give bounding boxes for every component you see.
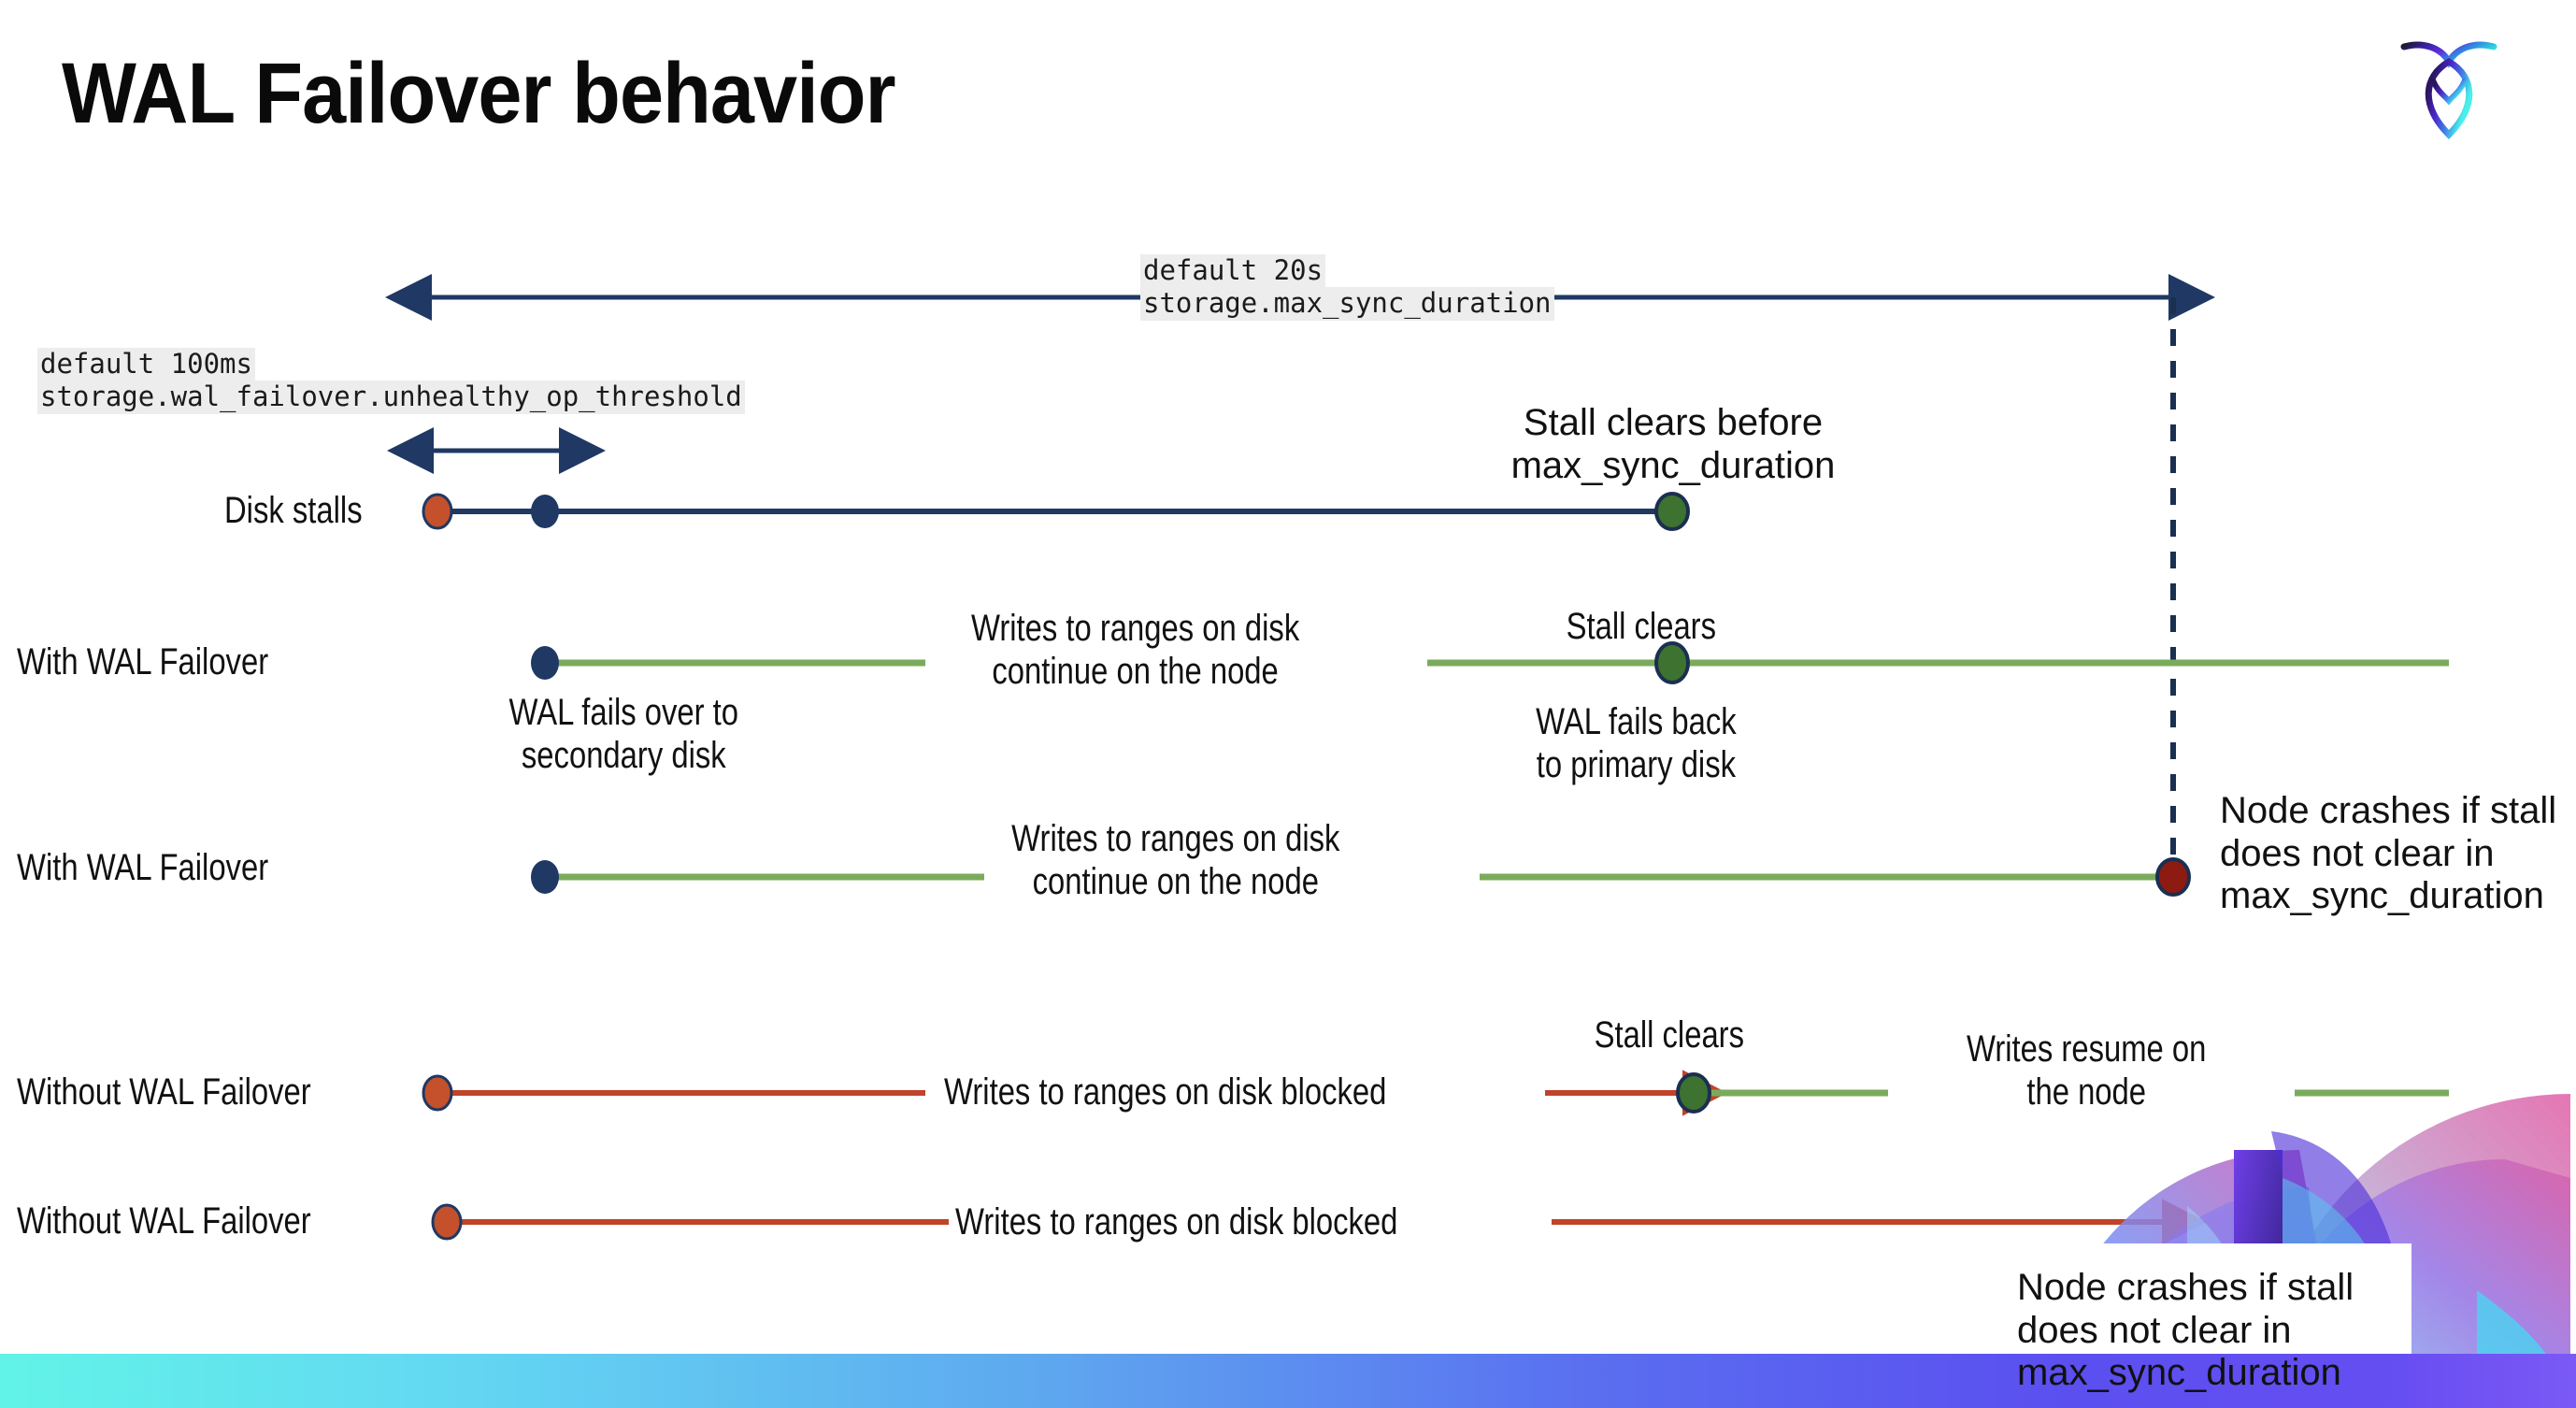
timeline-row-disk-stalls [422, 492, 1690, 531]
row-label-with-wal-failover-2: With WAL Failover [17, 847, 269, 888]
marker-stall-clear [1654, 492, 1690, 531]
marker-node-crash [2155, 857, 2191, 897]
annotation-stall-clears-row4: Stall clears [1594, 1014, 1745, 1056]
annotation-writes-blocked-1: Writes to ranges on disk blocked [944, 1071, 1387, 1113]
row-label-without-wal-failover-2: Without WAL Failover [17, 1200, 311, 1242]
timeline-row-with-wal-failover-2 [531, 857, 2191, 897]
marker-stall-clear [1654, 641, 1690, 684]
bottom-bar-right-cap [2408, 1354, 2576, 1408]
annotation-stall-clears-row2: Stall clears [1566, 606, 1717, 647]
setting-cluster-setting: storage.max_sync_duration [1140, 287, 1554, 321]
setting-unhealthy-op-threshold: default 100ms storage.wal_failover.unhea… [37, 348, 745, 414]
setting-default-label: default 100ms [37, 348, 255, 381]
timeline-row-without-wal-failover-1 [422, 1070, 2449, 1116]
setting-cluster-setting: storage.wal_failover.unhealthy_op_thresh… [37, 381, 745, 414]
annotation-writes-blocked-2: Writes to ranges on disk blocked [955, 1201, 1398, 1243]
annotation-writes-continue-2: Writes to ranges on disk continue on the… [1011, 818, 1340, 902]
bottom-gradient-bar [0, 1354, 2576, 1408]
marker-stall-start [431, 1203, 463, 1241]
marker-stall-clear [1676, 1072, 1711, 1113]
annotation-wal-fails-over: WAL fails over to secondary disk [508, 692, 739, 776]
marker-stall-start [422, 493, 453, 530]
annotation-stall-clears-before: Stall clears before max_sync_duration [1510, 402, 1836, 486]
marker-failover [531, 495, 559, 528]
annotation-wal-fails-back: WAL fails back to primary disk [1536, 701, 1737, 785]
annotation-node-crashes-row3: Node crashes if stall does not clear in … [2220, 790, 2557, 917]
setting-max-sync-duration: default 20s storage.max_sync_duration [1140, 254, 1554, 321]
setting-default-label: default 20s [1140, 254, 1326, 288]
timeline-row-without-wal-failover-2 [431, 1199, 2207, 1245]
annotation-writes-resume: Writes resume on the node [1966, 1028, 2207, 1113]
row-label-without-wal-failover-1: Without WAL Failover [17, 1071, 311, 1113]
row-label-disk-stalls: Disk stalls [224, 490, 363, 531]
annotation-node-crashes-row5: Node crashes if stall does not clear in … [2017, 1267, 2354, 1394]
marker-failover [531, 646, 559, 680]
page-title: WAL Failover behavior [62, 46, 896, 141]
timeline-row-with-wal-failover-1 [531, 641, 2449, 684]
marker-stall-start [422, 1074, 453, 1112]
marker-failover [531, 860, 559, 894]
annotation-writes-continue-1: Writes to ranges on disk continue on the… [970, 608, 1300, 692]
cockroachdb-logo [2393, 26, 2505, 152]
row-label-with-wal-failover-1: With WAL Failover [17, 641, 269, 682]
